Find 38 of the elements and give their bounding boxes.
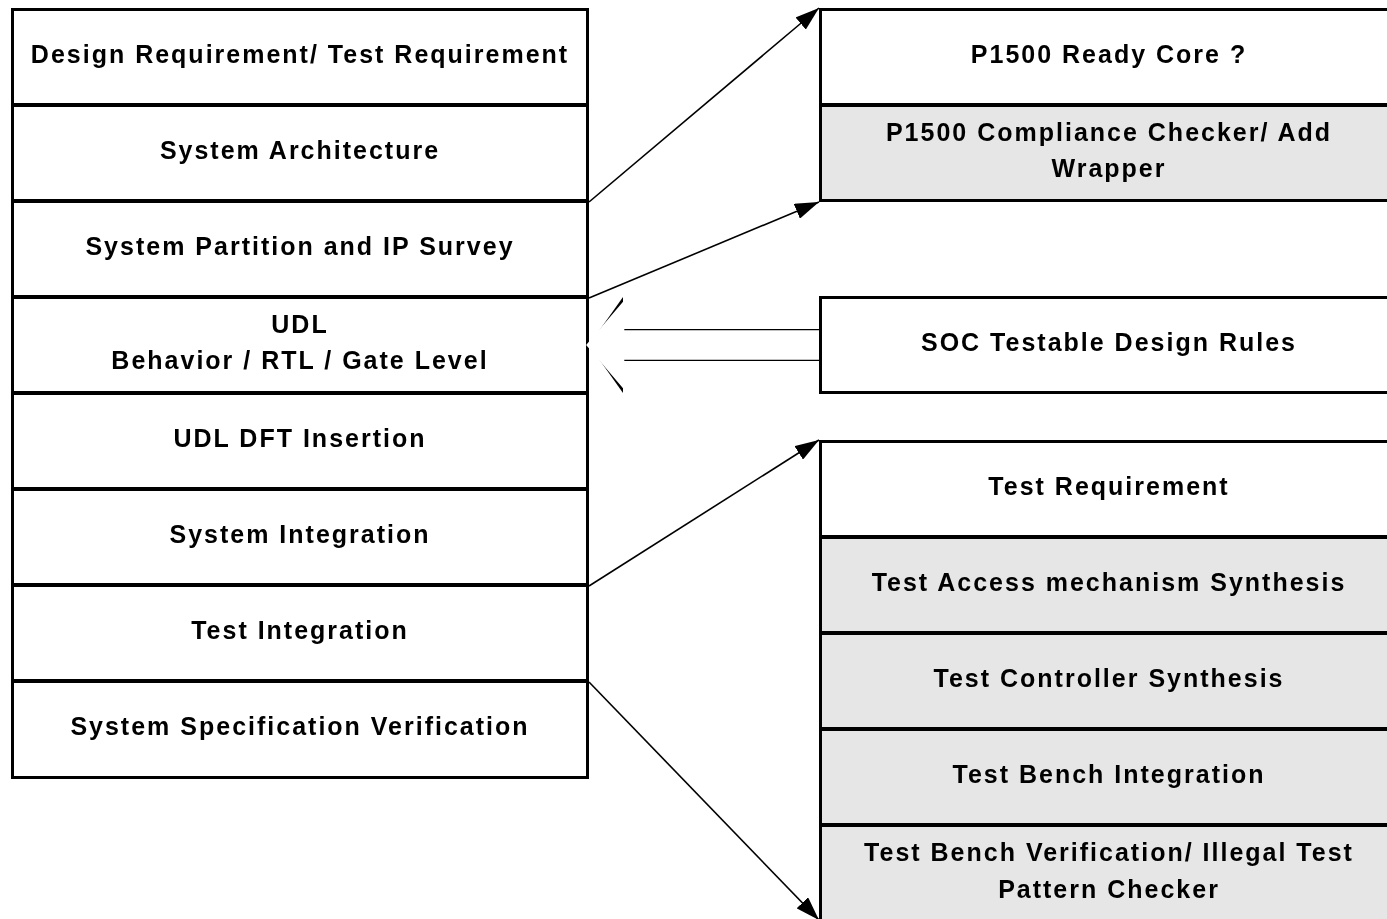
arrow — [588, 439, 820, 587]
process-box — [819, 8, 1387, 106]
process-box — [11, 584, 589, 682]
process-box — [11, 392, 589, 490]
box-label: Test Integration — [191, 614, 409, 646]
box-label: P1500 Compliance Checker/ Add Wrapper — [884, 116, 1334, 184]
box-label: Test Bench Integration — [952, 758, 1266, 790]
box-label: Test Bench Verification/ Illegal Test Pattern Checker — [863, 837, 1355, 905]
process-box — [11, 104, 589, 202]
process-box — [819, 728, 1387, 826]
process-box — [11, 200, 589, 298]
block-arrow — [586, 297, 819, 393]
arrow — [588, 7, 820, 203]
process-box — [819, 632, 1387, 730]
box-label: Test Requirement — [988, 470, 1230, 502]
process-box — [819, 824, 1387, 919]
process-box — [11, 296, 589, 394]
arrow — [588, 681, 820, 919]
box-label: SOC Testable Design Rules — [921, 326, 1297, 358]
box-label: System Partition and IP Survey — [85, 230, 515, 262]
box-label: Test Access mechanism Synthesis — [871, 566, 1347, 598]
process-box — [11, 488, 589, 586]
box-label: Test Controller Synthesis — [933, 662, 1285, 694]
box-label: System Architecture — [159, 134, 441, 166]
process-box — [11, 680, 589, 779]
process-box — [819, 536, 1387, 634]
box-label: UDL DFT Insertion — [173, 422, 427, 454]
box-label: System Specification Verification — [70, 711, 530, 743]
box-label: UDL — [271, 308, 329, 340]
arrow — [588, 201, 820, 299]
process-box — [819, 440, 1387, 538]
box-label: P1500 Ready Core ? — [970, 38, 1248, 70]
box-label: System Integration — [169, 518, 431, 550]
process-box — [819, 296, 1387, 394]
box-label: Design Requirement/ Test Requirement — [30, 38, 570, 70]
process-box — [819, 104, 1387, 202]
box-label: Behavior / RTL / Gate Level — [111, 345, 489, 376]
process-box — [11, 8, 589, 106]
